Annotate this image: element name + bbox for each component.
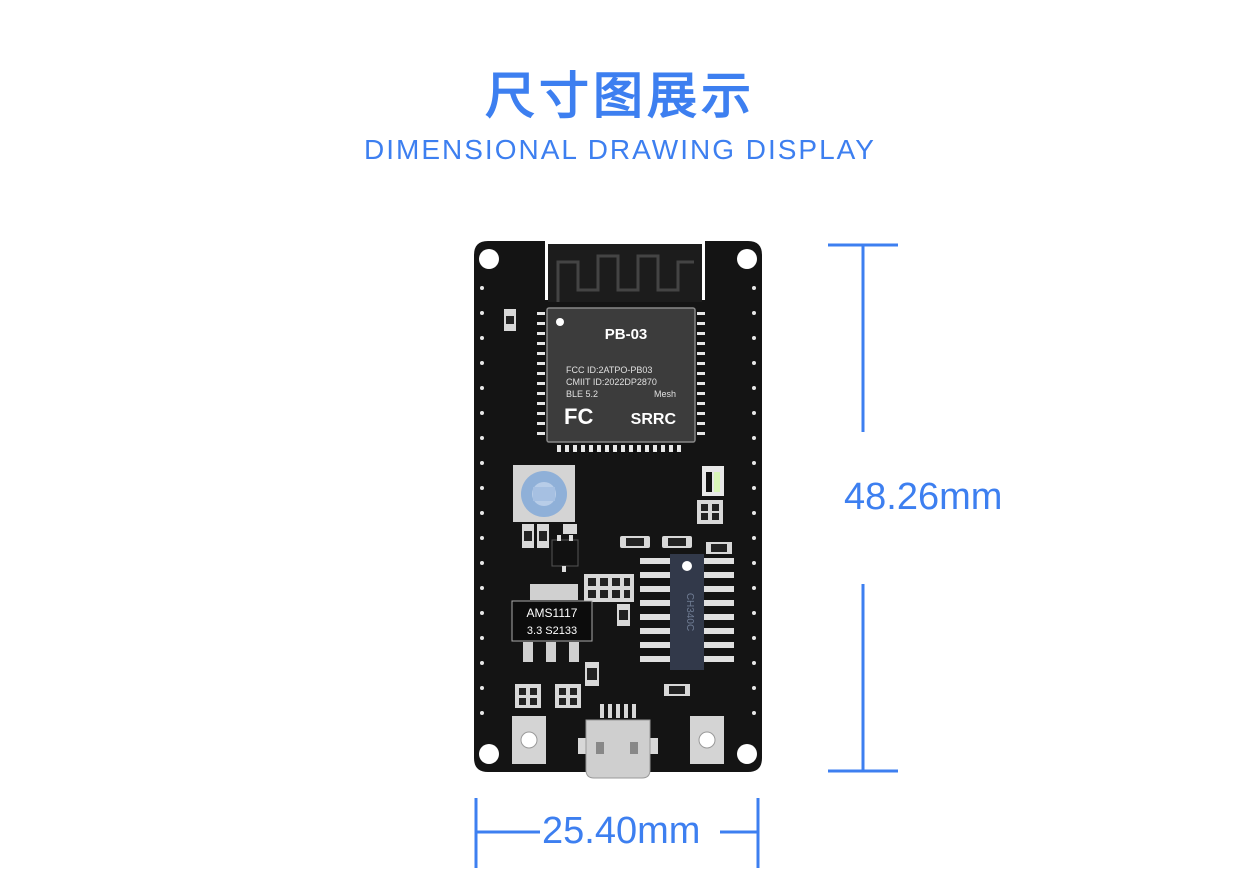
- micro-usb-connector: [578, 704, 658, 779]
- smd-resistor-top-left: [504, 309, 516, 331]
- module-cmiit-id: CMIIT ID:2022DP2870: [566, 377, 657, 387]
- smd-cap-regulator: [585, 662, 599, 686]
- width-dimension: [474, 798, 760, 868]
- regulator-line2: 3.3 S2133: [527, 625, 577, 637]
- module-model: PB-03: [605, 326, 648, 343]
- page-title: 尺寸图展示: [485, 67, 755, 125]
- module-mesh-label: Mesh: [654, 389, 676, 399]
- srrc-logo: SRRC: [631, 411, 677, 428]
- mounting-holes: [479, 249, 757, 764]
- tactile-button-right: [690, 716, 724, 764]
- height-dimension: [828, 243, 898, 773]
- module-shield: [546, 307, 696, 443]
- page-subtitle: DIMENSIONAL DRAWING DISPLAY: [364, 134, 876, 165]
- voltage-regulator: AMS1117 3.3 S2133: [511, 584, 593, 662]
- width-dimension-label: 25.40mm: [540, 810, 703, 853]
- rgb-led: [513, 465, 575, 522]
- transistor: [551, 535, 579, 572]
- smd-cluster: [584, 574, 634, 626]
- module-fcc-id: FCC ID:2ATPO-PB03: [566, 365, 652, 375]
- smd-resistors-middle: [620, 536, 732, 554]
- smd-caps-left: [522, 524, 577, 548]
- pin1-marker: [556, 318, 564, 326]
- module-ble-version: BLE 5.2: [566, 389, 598, 399]
- height-dimension-label: 48.26mm: [842, 476, 1005, 519]
- usb-chip-marking: CH340C: [684, 593, 695, 631]
- regulator-line1: AMS1117: [527, 606, 578, 620]
- smd-parts-bottom: [515, 684, 690, 708]
- tactile-button-left: [512, 716, 546, 764]
- usb-serial-chip: CH340C: [640, 554, 734, 670]
- pcb-antenna: [548, 244, 702, 302]
- edge-pins: [480, 286, 756, 715]
- fc-logo: FC: [564, 404, 593, 429]
- status-leds: [697, 466, 724, 524]
- module-pads: [537, 312, 705, 452]
